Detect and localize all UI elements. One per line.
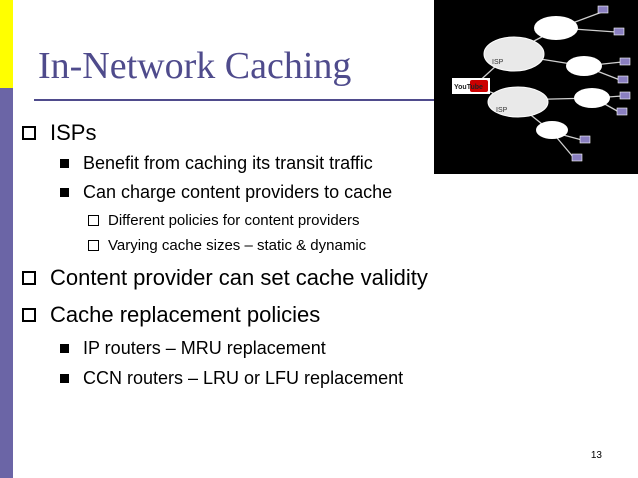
network-diagram-image: ISP ISP YouTube [434,0,638,174]
bullet-text: IP routers – MRU replacement [83,338,326,358]
bullet-replacement: Cache replacement policies [22,302,320,328]
isp-label: ISP [492,59,504,66]
isp-clouds [483,36,549,118]
youtube-logo-tile [470,80,488,92]
bullet-text: Varying cache sizes – static & dynamic [108,237,367,254]
isp-label: ISP [496,107,508,114]
bullet-text: Cache replacement policies [50,302,321,327]
diagram-clouds [534,16,610,139]
hollow-square-bullet-icon [22,126,36,140]
youtube-logo: YouTube [454,84,483,91]
title-underline [34,99,434,101]
hollow-square-bullet-icon [88,240,99,251]
hollow-square-bullet-icon [22,271,36,285]
bullet-benefit: Benefit from caching its transit traffic [60,153,373,174]
bullet-text: CCN routers – LRU or LFU replacement [83,368,404,388]
bullet-charge: Can charge content providers to cache [60,182,392,203]
bullet-text: Benefit from caching its transit traffic [83,153,373,173]
sidebar-accent-top [0,0,13,88]
sidebar-accent-bottom [0,88,13,478]
laptop-icons [571,5,631,162]
slide-title: In-Network Caching [38,45,352,87]
solid-square-bullet-icon [60,159,69,168]
page-number: 13 [590,450,602,461]
bullet-ccn-routers: CCN routers – LRU or LFU replacement [60,368,403,389]
hollow-square-bullet-icon [22,308,36,322]
network-diagram-svg: ISP ISP YouTube [452,5,631,162]
solid-square-bullet-icon [60,344,69,353]
bullet-ip-routers: IP routers – MRU replacement [60,338,326,359]
solid-square-bullet-icon [60,374,69,383]
bullet-text: Different policies for content providers [108,212,360,229]
bullet-policies: Different policies for content providers [88,212,360,229]
bullet-sizes: Varying cache sizes – static & dynamic [88,237,366,254]
bullet-text: Can charge content providers to cache [83,182,393,202]
bullet-text: Content provider can set cache validity [50,265,428,290]
bullet-validity: Content provider can set cache validity [22,265,428,291]
bullet-text: ISPs [50,120,97,145]
hollow-square-bullet-icon [88,215,99,226]
solid-square-bullet-icon [60,188,69,197]
bullet-isps: ISPs [22,120,96,146]
